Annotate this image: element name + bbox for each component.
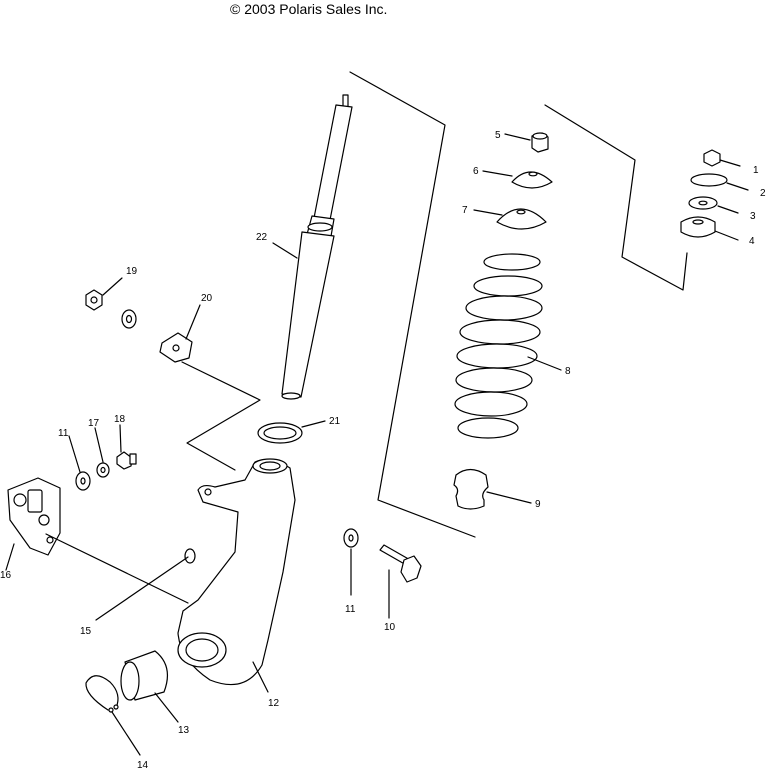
callout-20: 20	[201, 293, 213, 304]
callout-8: 8	[565, 366, 571, 377]
callout-21: 21	[329, 416, 341, 427]
upper-spring-seat	[511, 171, 553, 189]
copyright-text: © 2003 Polaris Sales Inc.	[230, 1, 387, 17]
brake-caliper	[7, 477, 61, 556]
washer-11-right	[343, 528, 359, 548]
callout-6: 6	[473, 166, 479, 177]
seal-ring	[257, 422, 303, 444]
callout-11-left: 11	[58, 428, 69, 439]
callout-4: 4	[749, 236, 755, 247]
callout-18: 18	[114, 414, 126, 425]
callout-14: 14	[137, 760, 149, 769]
bracket	[159, 332, 193, 363]
callout-1: 1	[753, 165, 759, 176]
callout-19: 19	[126, 266, 138, 277]
callout-22: 22	[256, 232, 268, 243]
steering-knuckle	[177, 458, 296, 686]
callout-10: 10	[384, 622, 396, 633]
assembly-lines	[181, 71, 688, 538]
callout-15: 15	[80, 626, 92, 637]
callout-13: 13	[178, 725, 190, 736]
coil-spring	[454, 253, 543, 439]
callout-11-right: 11	[345, 604, 356, 615]
callout-17: 17	[88, 418, 100, 429]
lock-washer-17	[96, 462, 110, 478]
fitting-15	[184, 548, 196, 564]
bolt-10	[379, 544, 422, 583]
leader-lines	[5, 133, 749, 756]
upper-mount-stack	[680, 149, 728, 238]
bump-stop	[453, 468, 489, 510]
nut-19	[85, 289, 137, 329]
spring-seat	[496, 208, 547, 230]
nut-5	[531, 132, 549, 153]
bearing	[120, 650, 169, 701]
callout-12: 12	[268, 698, 280, 709]
strut	[281, 94, 353, 400]
washer-11-left	[75, 471, 91, 491]
callout-16: 16	[0, 570, 12, 581]
bolt-18	[116, 451, 137, 470]
callout-2: 2	[760, 188, 766, 199]
retaining-ring	[85, 675, 119, 713]
callout-5: 5	[495, 130, 501, 141]
callout-labels: 1 2 3 4 5 6 7 8 9 10 11 11 12 13 14 15 1…	[0, 130, 766, 769]
callout-7: 7	[462, 205, 468, 216]
callout-9: 9	[535, 499, 541, 510]
callout-3: 3	[750, 211, 756, 222]
